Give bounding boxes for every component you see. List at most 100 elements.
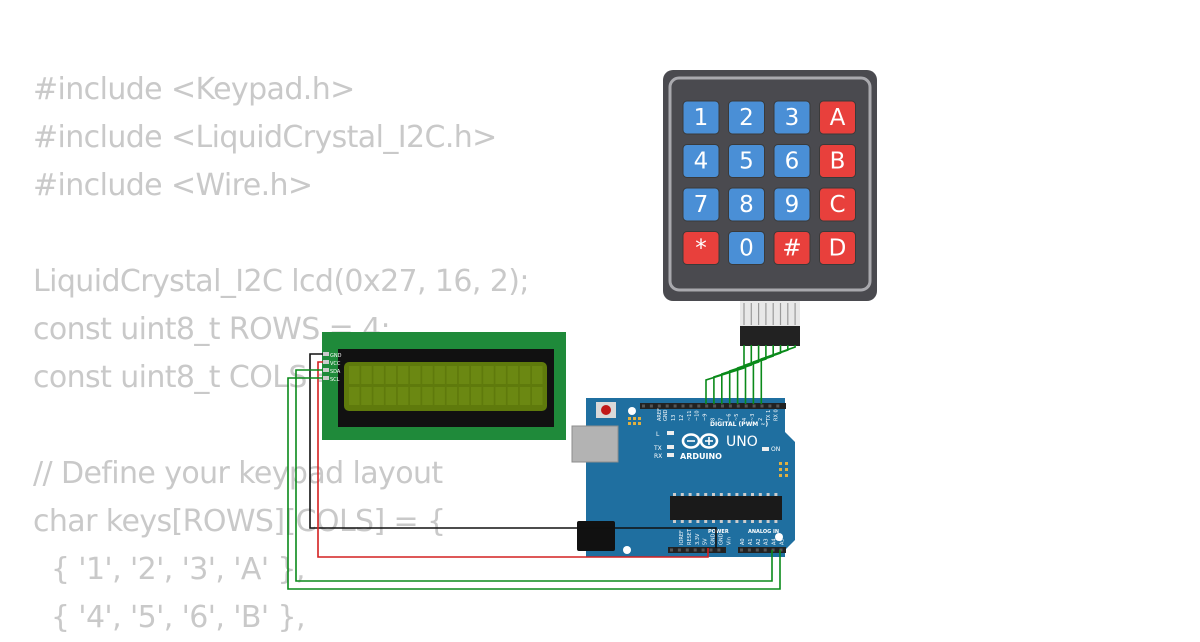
keypad-key-3[interactable]: 3	[773, 100, 811, 135]
lcd-pin-scl-label: SCL	[330, 377, 340, 383]
digital-pin-label: 12	[679, 415, 685, 421]
keypad-key-9[interactable]: 9	[773, 187, 811, 222]
keypad-key-6[interactable]: 6	[773, 144, 811, 178]
chip-pin	[766, 493, 770, 496]
chip-pin	[735, 520, 739, 523]
code-line: // Define your keypad layout	[33, 456, 443, 491]
keypad-key-0[interactable]: 0	[728, 231, 765, 265]
keypad-key-face	[773, 187, 811, 222]
digital-pin-label: 8	[711, 418, 717, 421]
chip-pin	[719, 520, 723, 523]
keypad-key-face	[819, 144, 856, 178]
logo-plus-minus	[687, 437, 713, 445]
chip-pin	[735, 493, 739, 496]
chip-pin	[688, 493, 692, 496]
header-pin	[728, 404, 732, 408]
chip-pin	[751, 493, 754, 496]
keypad-key-A[interactable]: A	[819, 100, 856, 135]
digital-pin-label: TX 1	[766, 410, 772, 422]
digital-pin-label: 13	[671, 415, 677, 421]
power-pin-label: RESET	[687, 528, 693, 545]
lcd-cell	[483, 387, 494, 405]
bottom-header-pins	[670, 548, 783, 552]
chip-pin	[712, 493, 715, 496]
chip-pin	[696, 493, 700, 496]
lcd-cell	[385, 366, 397, 384]
digital-pin-label: 4	[742, 418, 748, 421]
chip-pin	[688, 520, 692, 523]
chip-pin	[727, 520, 731, 523]
keypad-key-B[interactable]: B	[819, 144, 856, 178]
keypad-inner-border	[668, 76, 872, 292]
keypad-key-*[interactable]: *	[682, 231, 720, 265]
chip-pin	[673, 493, 676, 496]
keypad-key-8[interactable]: 8	[728, 187, 765, 222]
chip-pin	[774, 520, 778, 523]
l-led	[667, 431, 674, 435]
keypad-key-1[interactable]: 1	[682, 100, 720, 135]
code-line: { '4', '5', '6', 'B' },	[33, 600, 306, 635]
lcd-cell	[471, 387, 482, 405]
keypad-connector	[740, 326, 800, 346]
lcd-cell	[434, 387, 445, 405]
keypad-ribbon	[740, 301, 800, 327]
analog-pin	[771, 548, 775, 552]
keypad-key-D[interactable]: D	[819, 231, 856, 265]
keypad-ribbon-traces	[743, 303, 796, 325]
power-pin	[701, 548, 705, 552]
keypad-key-face	[773, 144, 811, 178]
lcd-cell	[397, 387, 409, 405]
header-pin	[642, 404, 645, 408]
digital-header-pins	[642, 404, 780, 408]
keypad-key-face	[682, 231, 720, 265]
chip-pin	[743, 493, 747, 496]
digital-pin-label: ~11	[687, 410, 693, 421]
keypad-key-4[interactable]: 4	[682, 144, 720, 178]
code-line: LiquidCrystal_I2C lcd(0x27, 16, 2);	[33, 264, 529, 299]
chip-pin	[704, 520, 708, 523]
wire-keypad-8	[760, 345, 796, 404]
keypad-key-5[interactable]: 5	[728, 144, 765, 178]
reset-button-cap	[601, 405, 611, 415]
lcd-cell	[361, 366, 372, 384]
power-pin-label: 3.3V	[695, 533, 701, 545]
keypad-wires	[705, 345, 796, 404]
code-editor[interactable]: #include <Keypad.h> #include <LiquidCryst…	[33, 66, 529, 642]
header-pin	[752, 404, 756, 408]
keypad-key-C[interactable]: C	[819, 187, 856, 222]
wire-keypad-4	[728, 345, 767, 404]
digital-header	[640, 403, 786, 409]
lcd-cell	[349, 366, 360, 384]
keypad-key-face	[682, 100, 720, 135]
header-pin	[721, 404, 724, 408]
header-pin	[736, 404, 740, 408]
keypad-key-7[interactable]: 7	[682, 187, 720, 222]
analog-pin-label: A4	[772, 538, 778, 545]
power-pin	[677, 548, 681, 552]
keypad-key-#[interactable]: #	[773, 231, 811, 265]
chip-pin	[680, 520, 684, 523]
code-line: #include <LiquidCrystal_I2C.h>	[33, 120, 497, 155]
lcd-1602-i2c[interactable]: GND VCC SDA SCL	[322, 332, 566, 440]
mounting-hole	[623, 546, 631, 554]
usb-port	[571, 425, 619, 463]
code-line: #include <Keypad.h>	[33, 72, 355, 107]
lcd-cell	[532, 366, 543, 384]
header-pin	[665, 404, 669, 408]
atmega-chip-pins	[673, 493, 778, 523]
analog-pin-label: A0	[740, 538, 746, 545]
keypad-key-2[interactable]: 2	[728, 100, 765, 135]
header-pin	[744, 404, 748, 408]
chip-pin	[704, 493, 708, 496]
keypad-key-face	[728, 144, 765, 178]
header-pin	[681, 404, 685, 408]
analog-pin	[747, 548, 751, 552]
digital-pin-label: ~5	[734, 414, 740, 421]
chip-pin	[743, 520, 747, 523]
tx-led-label: TX	[653, 445, 662, 452]
power-pin	[717, 548, 721, 552]
lcd-cell	[361, 387, 372, 405]
